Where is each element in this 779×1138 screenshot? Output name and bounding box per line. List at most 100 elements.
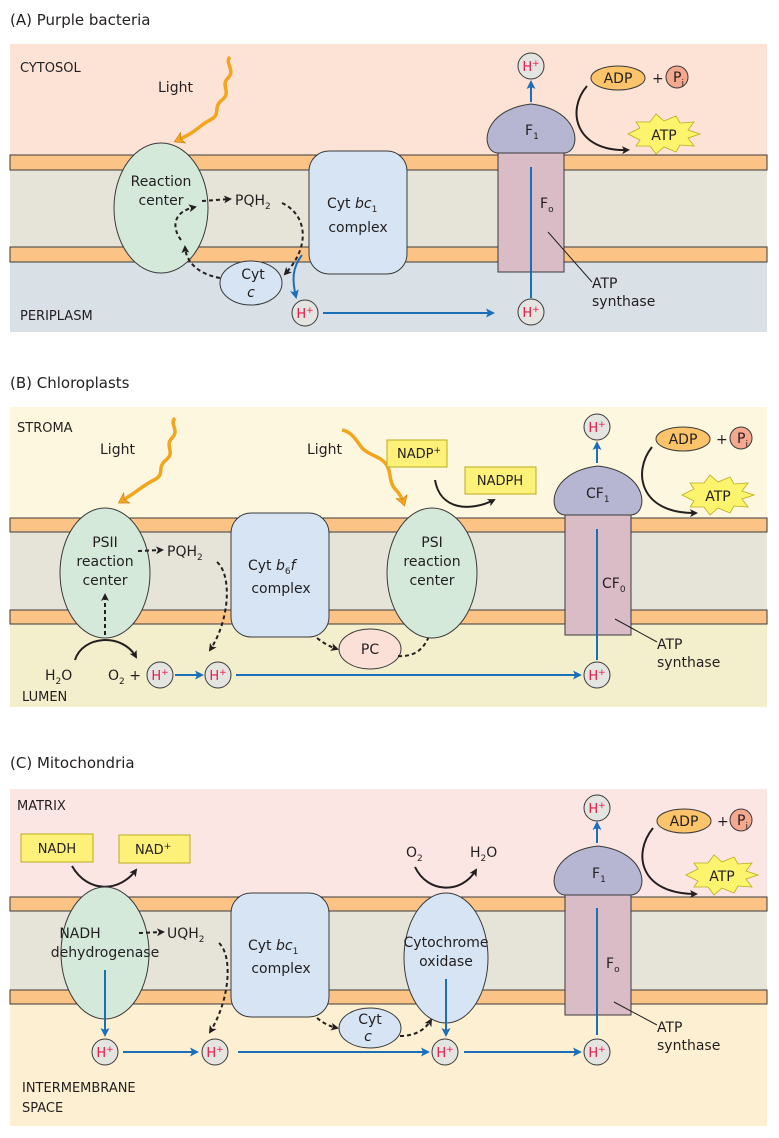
cyt-b6f-complex[interactable] <box>230 512 330 638</box>
psi-reaction-center[interactable] <box>386 507 478 639</box>
cyt-bc1-label: complex <box>251 961 310 977</box>
adp-molecule <box>656 808 712 834</box>
reaction-arrow <box>414 866 478 889</box>
psi-label: center <box>409 573 454 589</box>
proton-ion: H+ <box>204 661 232 689</box>
phosphate-label: Pi <box>737 431 748 450</box>
svg-text:H+: H+ <box>588 1045 605 1061</box>
cytochrome-c-label: c <box>364 1029 372 1045</box>
svg-text:H+: H+ <box>522 305 539 321</box>
nadp-label: NADP+ <box>397 446 441 462</box>
nadh-label: NADH <box>38 842 76 857</box>
reaction-center-label: center <box>138 193 183 209</box>
atp-label: ATP <box>651 128 676 144</box>
panel-c: (C) Mitochondria MATRIX INTERMEMBRANE SP… <box>9 754 768 1126</box>
nad-label: NAD+ <box>135 842 171 858</box>
proton-ion: H+ <box>517 298 545 326</box>
psi-label: PSI <box>421 535 442 551</box>
proton-ion: H+ <box>201 1038 229 1066</box>
leader-line <box>614 618 658 643</box>
light-wave-icon <box>176 55 233 141</box>
region-label-matrix: MATRIX <box>17 799 66 814</box>
adp-label: ADP <box>669 432 698 448</box>
f1-subunit[interactable] <box>486 103 576 154</box>
f1-subunit[interactable] <box>553 845 643 896</box>
plastocyanin[interactable] <box>338 628 402 670</box>
region-label-periplasm: PERIPLASM <box>20 309 93 324</box>
plus-sign: + <box>716 432 728 448</box>
cyt-bc1-label: Cyt bc1 <box>248 938 298 957</box>
svg-text:H+: H+ <box>206 1045 223 1061</box>
cyt-b6f-label: complex <box>251 581 310 597</box>
cytochrome-c[interactable] <box>338 1007 402 1049</box>
cf1-subunit[interactable] <box>553 465 643 516</box>
atp-synthase-label: ATP <box>657 637 682 653</box>
plastocyanin-label: PC <box>361 642 379 658</box>
cytochrome-oxidase-label: Cytochrome <box>404 935 489 951</box>
nadp-box <box>386 439 448 468</box>
reaction-arrow <box>641 827 698 898</box>
reaction-arrow <box>641 446 698 518</box>
plus-sign: + <box>717 814 729 830</box>
cf1-label: CF1 <box>586 486 610 505</box>
proton-flow-arrow <box>290 254 303 299</box>
oxygen-label: O2 <box>406 845 423 864</box>
proton-ion: H+ <box>146 661 174 689</box>
nadph-box <box>464 466 537 495</box>
proton-ion: H+ <box>583 661 611 689</box>
atp-synthase-label: ATP <box>592 276 617 292</box>
phosphate-molecule <box>729 426 753 450</box>
region-label-intermembrane-space: SPACE <box>22 1101 63 1116</box>
proton-ion: H+ <box>583 1038 611 1066</box>
proton-ion: H+ <box>517 52 545 80</box>
phosphate-molecule <box>729 808 753 832</box>
cyt-bc1-label: complex <box>328 220 387 236</box>
svg-text:H+: H+ <box>296 306 313 322</box>
svg-text:H+: H+ <box>151 668 168 684</box>
reaction-center[interactable] <box>113 142 209 274</box>
atp-synthase-label: ATP <box>657 1020 682 1036</box>
electron-path-arrow <box>281 202 304 276</box>
proton-ion: H+ <box>583 794 611 822</box>
region-label-stroma: STROMA <box>17 421 73 436</box>
psii-reaction-center[interactable] <box>59 507 151 639</box>
svg-text:H+: H+ <box>96 1045 113 1061</box>
nadh-box <box>20 833 94 863</box>
atp-synthase-label: synthase <box>657 1038 720 1054</box>
psii-label: center <box>82 573 127 589</box>
reaction-arrow <box>74 639 137 661</box>
phosphate-label: Pi <box>737 813 748 832</box>
cytochrome-c-label: Cyt <box>358 1012 382 1028</box>
adp-molecule <box>590 65 646 91</box>
region-label-intermembrane-space: INTERMEMBRANE <box>22 1081 136 1096</box>
electron-path-arrow <box>316 637 339 651</box>
reaction-arrow <box>575 85 630 155</box>
svg-text:H+: H+ <box>588 668 605 684</box>
adp-molecule <box>655 426 711 452</box>
cyt-bc1-complex[interactable] <box>308 150 408 275</box>
proton-ion: H+ <box>431 1038 459 1066</box>
cytochrome-oxidase-label: oxidase <box>419 954 473 970</box>
cyt-bc1-complex[interactable] <box>230 892 330 1018</box>
leader-line <box>613 1001 658 1026</box>
quinone-label: PQH2 <box>167 544 203 563</box>
nadh-dehydrogenase-label: dehydrogenase <box>51 945 159 961</box>
electron-path-arrow <box>316 1017 339 1031</box>
cyt-bc1-label: Cyt bc1 <box>327 196 377 215</box>
light-wave-icon <box>341 428 404 504</box>
nadph-label: NADPH <box>477 474 523 489</box>
atp-label: ATP <box>705 489 730 505</box>
quinone-label: PQH2 <box>235 193 271 212</box>
light-label: Light <box>158 80 193 96</box>
svg-text:H+: H+ <box>588 801 605 817</box>
panel-b: (B) Chloroplasts STROMA LUMEN Light PSII… <box>9 374 768 707</box>
electron-path-arrow <box>181 245 221 279</box>
cytochrome-c[interactable] <box>219 260 283 306</box>
atp-synthase-label: synthase <box>592 294 655 310</box>
proton-ion: H+ <box>91 1038 119 1066</box>
light-label: Light <box>100 442 135 458</box>
quinone-label: UQH2 <box>167 926 205 945</box>
cytochrome-c-label: c <box>247 285 255 301</box>
svg-text:H+: H+ <box>588 420 605 436</box>
